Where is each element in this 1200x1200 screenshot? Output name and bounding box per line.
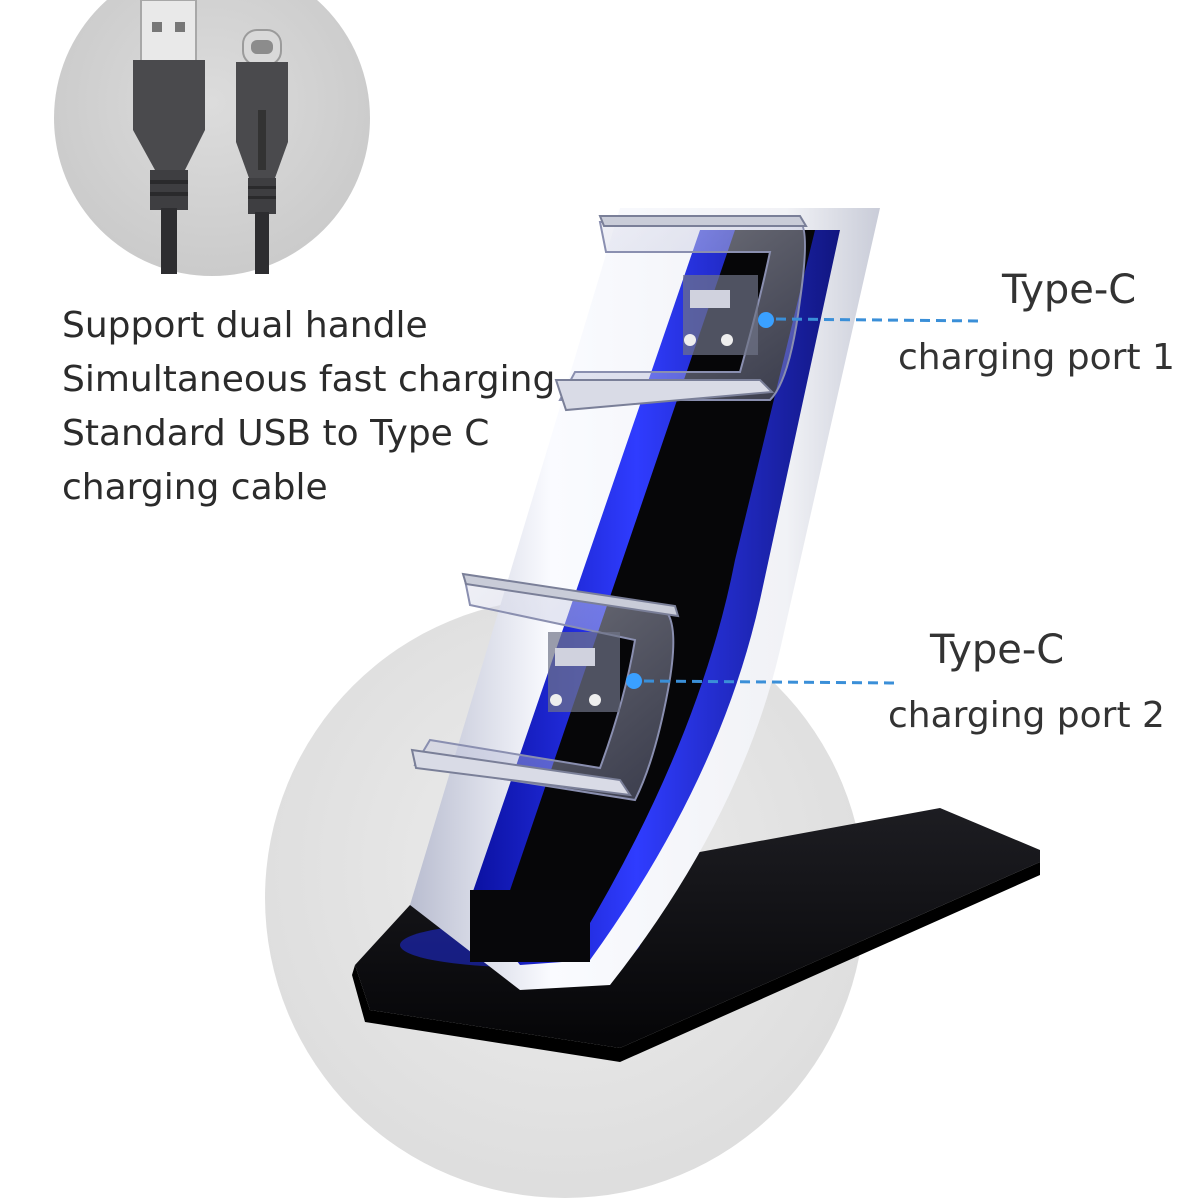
type-c-plug-icon <box>236 29 288 274</box>
feature-line-usb-type-c: Standard USB to Type C <box>62 413 490 454</box>
stand-center-spine <box>505 230 815 940</box>
feature-line-dual-handle: Support dual handle <box>62 305 428 346</box>
port-1-title: Type-C <box>1002 267 1137 313</box>
port-2-callout <box>626 673 897 689</box>
cradle-top <box>554 215 808 412</box>
cradle-bottom <box>410 572 680 802</box>
port-1-subtitle: charging port 1 <box>898 337 1175 378</box>
port-1-callout <box>758 312 983 328</box>
port-2-subtitle: charging port 2 <box>888 695 1165 736</box>
feature-line-fast-charging: Simultaneous fast charging <box>62 359 556 400</box>
usb-a-plug-icon <box>133 0 205 274</box>
port-2-title: Type-C <box>930 627 1065 673</box>
feature-line-charging-cable: charging cable <box>62 467 328 508</box>
